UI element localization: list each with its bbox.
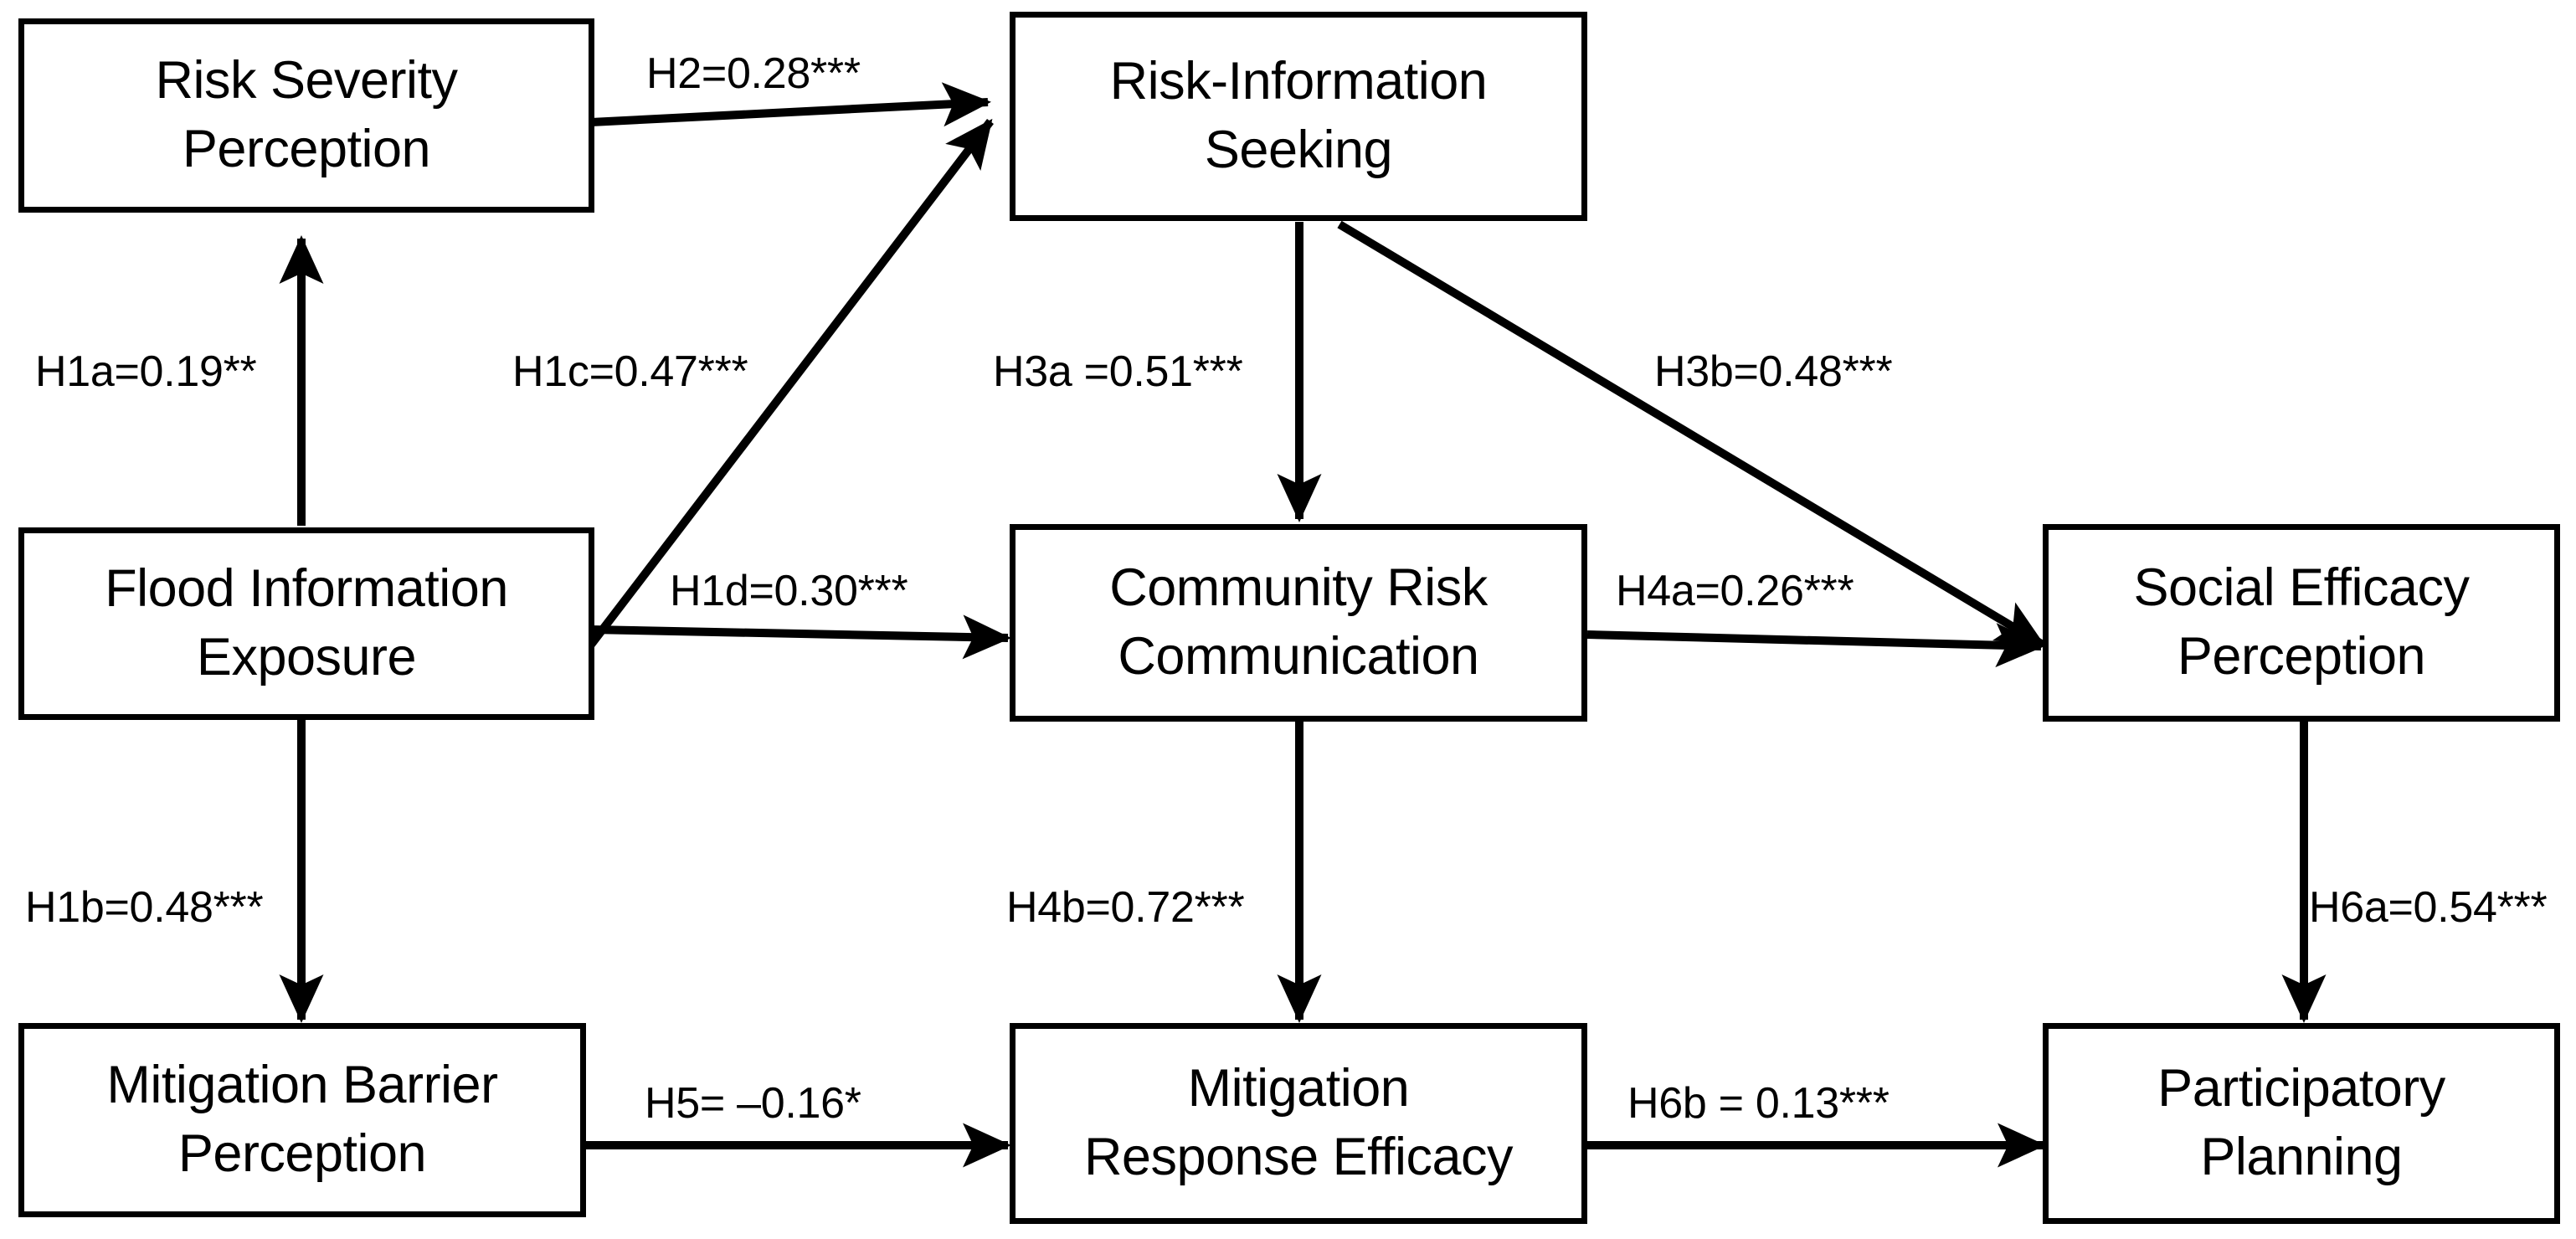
node-participatory-planning[interactable]: Participatory Planning [2043, 1023, 2560, 1224]
edge-label-h6b: H6b = 0.13*** [1627, 1079, 1890, 1128]
node-label-line-1: Risk Severity [155, 51, 458, 111]
node-mitigation-response-efficacy[interactable]: Mitigation Response Efficacy [1010, 1023, 1587, 1224]
edge-label-h1a: H1a=0.19** [35, 347, 257, 396]
edge-label-h2: H2=0.28*** [646, 49, 861, 98]
node-label-line-1: Mitigation [1187, 1059, 1410, 1118]
node-community-risk-communication[interactable]: Community Risk Communication [1010, 524, 1587, 722]
node-flood-information-exposure[interactable]: Flood Information Exposure [18, 527, 594, 720]
node-label-line-2: Seeking [1204, 121, 1393, 179]
node-label-line-1: Mitigation Barrier [106, 1056, 498, 1115]
node-label-line-2: Planning [2200, 1128, 2403, 1186]
edge-line-h1d [590, 614, 1011, 660]
edge-label-h6a: H6a=0.54*** [2309, 883, 2548, 932]
edge-line-h4a [1586, 623, 2044, 668]
edge-line-h2 [590, 82, 991, 127]
node-label-line-1: Community Risk [1109, 558, 1488, 618]
node-risk-severity-perception[interactable]: Risk Severity Perception [18, 18, 594, 213]
edge-label-h4a: H4a=0.26*** [1616, 567, 1854, 615]
node-social-efficacy-perception[interactable]: Social Efficacy Perception [2043, 524, 2560, 722]
edge-label-h3b: H3b=0.48*** [1654, 347, 1893, 396]
edge-label-h3a: H3a =0.51*** [993, 347, 1243, 396]
node-label-line-2: Perception [2177, 627, 2426, 686]
node-label-line-2: Response Efficacy [1083, 1128, 1514, 1186]
edge-label-h1c: H1c=0.47*** [512, 347, 748, 396]
node-label-line-1: Flood Information [105, 559, 508, 619]
node-label-line-2: Communication [1118, 627, 1479, 686]
node-mitigation-barrier-perception[interactable]: Mitigation Barrier Perception [18, 1023, 586, 1217]
node-risk-information-seeking[interactable]: Risk-Information Seeking [1010, 12, 1587, 221]
node-label-line-1: Social Efficacy [2133, 558, 2470, 618]
edge-label-h5: H5= –0.16* [645, 1079, 861, 1128]
node-label-line-2: Perception [177, 1124, 427, 1183]
edge-label-h4b: H4b=0.72*** [1006, 883, 1245, 932]
node-label-line-1: Participatory [2157, 1059, 2445, 1118]
edge-label-h1d: H1d=0.30*** [670, 567, 908, 615]
node-label-line-2: Exposure [196, 628, 417, 686]
node-label-line-1: Risk-Information [1109, 52, 1488, 111]
edge-label-h1b: H1b=0.48*** [25, 883, 264, 932]
node-label-line-2: Perception [182, 120, 431, 178]
